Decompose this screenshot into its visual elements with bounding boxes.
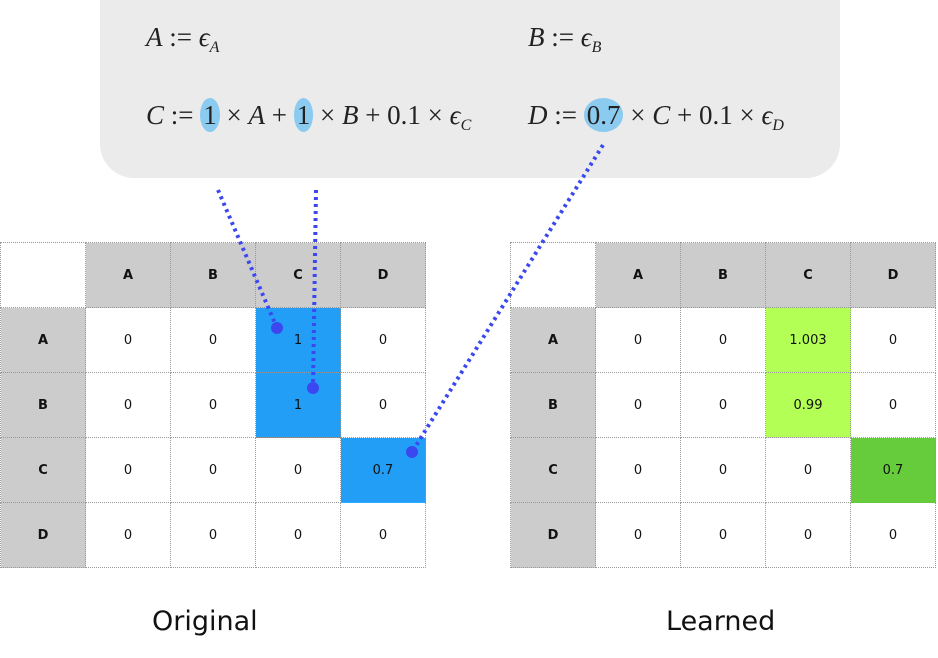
matrix-cell: 0 [255, 502, 341, 568]
matrix-cell: 0.99 [765, 372, 851, 438]
matrix-cell: 0 [595, 307, 681, 373]
equation-b: B := ϵB [528, 22, 602, 56]
coef-ca-highlight: 1 [200, 98, 220, 132]
matrix-cell: 0 [170, 372, 256, 438]
matrix-cell: 1 [255, 307, 341, 373]
matrix-cell: 0 [340, 307, 426, 373]
learned-caption: Learned [666, 606, 776, 637]
column-header: B [680, 242, 766, 308]
matrix-cell: 1.003 [765, 307, 851, 373]
column-header: A [595, 242, 681, 308]
matrix-cell: 0 [765, 502, 851, 568]
coef-dc-highlight: 0.7 [583, 98, 624, 132]
link-dot-cb [307, 382, 319, 394]
link-line-ca [216, 189, 279, 329]
matrix-cell: 0 [765, 437, 851, 503]
matrix-cell: 0 [850, 307, 936, 373]
corner-cell [510, 242, 596, 308]
matrix-cell: 0 [680, 372, 766, 438]
row-header: C [0, 437, 86, 503]
row-header: B [0, 372, 86, 438]
link-dot-dc [406, 446, 418, 458]
link-dot-ca [271, 322, 283, 334]
column-header: C [255, 242, 341, 308]
matrix-cell: 0 [850, 502, 936, 568]
matrix-cell: 0 [850, 372, 936, 438]
matrix-cell: 0 [595, 502, 681, 568]
original-caption: Original [152, 606, 258, 637]
matrix-cell: 0 [340, 502, 426, 568]
matrix-cell: 0.7 [850, 437, 936, 503]
equation-c: C := 1 × A + 1 × B + 0.1 × ϵC [146, 98, 472, 134]
coef-cb-highlight: 1 [293, 98, 314, 132]
corner-cell [0, 242, 86, 308]
matrix-cell: 0 [170, 502, 256, 568]
column-header: D [850, 242, 936, 308]
row-header: A [510, 307, 596, 373]
matrix-cell: 0 [255, 437, 341, 503]
equation-d: D := 0.7 × C + 0.1 × ϵD [528, 98, 784, 134]
row-header: A [0, 307, 86, 373]
matrix-cell: 0 [680, 437, 766, 503]
column-header: B [170, 242, 256, 308]
row-header: D [510, 502, 596, 568]
link-line-cb [311, 189, 318, 389]
row-header: D [0, 502, 86, 568]
matrix-cell: 0 [85, 372, 171, 438]
link-line-dc [410, 143, 605, 454]
equation-a: A := ϵA [146, 22, 220, 56]
matrix-cell: 0 [170, 437, 256, 503]
matrix-cell: 1 [255, 372, 341, 438]
column-header: C [765, 242, 851, 308]
matrix-cell: 0 [85, 502, 171, 568]
row-header: B [510, 372, 596, 438]
row-header: C [510, 437, 596, 503]
equation-panel [100, 0, 840, 178]
